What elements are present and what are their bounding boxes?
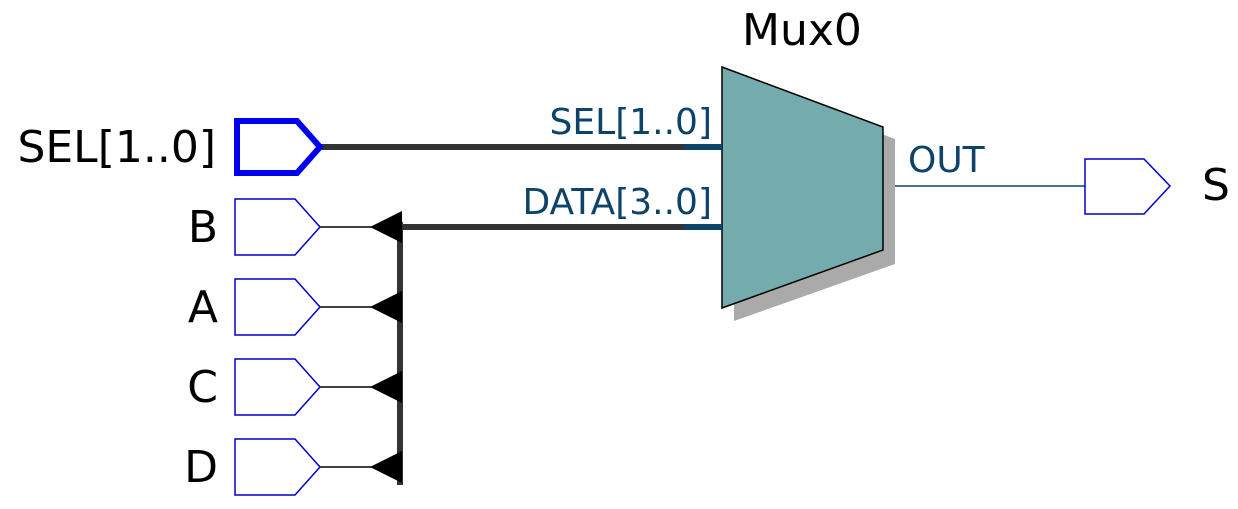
output-port-s-shape[interactable]	[1084, 158, 1172, 215]
mux-sel-pin-label: SEL[1..0]	[550, 102, 712, 143]
input-port-c[interactable]: C	[187, 358, 322, 416]
input-port-a-label: A	[188, 282, 218, 333]
bus-taps	[370, 211, 402, 483]
input-port-c-label: C	[187, 362, 218, 413]
input-port-d-shape[interactable]	[234, 438, 322, 496]
input-port-c-shape[interactable]	[234, 358, 322, 416]
input-port-sel-shape[interactable]	[234, 118, 325, 176]
input-port-sel[interactable]: SEL[1..0]	[17, 118, 325, 176]
input-port-d[interactable]: D	[184, 438, 322, 496]
bus-tap-c-arrow	[370, 371, 402, 403]
bus-tap-d-arrow	[370, 451, 402, 483]
input-port-b-shape[interactable]	[234, 198, 322, 256]
mux-block[interactable]: Mux0 SEL[1..0] DATA[3..0] OUT	[522, 5, 986, 321]
wires	[320, 144, 1085, 485]
output-port-s-label: S	[1202, 160, 1230, 211]
bus-tap-b-arrow	[370, 211, 402, 243]
output-port-s[interactable]: S	[1084, 158, 1230, 215]
input-port-b[interactable]: B	[188, 198, 322, 256]
input-port-a-shape[interactable]	[234, 278, 322, 336]
input-port-b-label: B	[188, 202, 218, 253]
input-port-sel-label: SEL[1..0]	[17, 122, 216, 173]
mux-out-pin-label: OUT	[908, 140, 986, 181]
mux-data-pin-label: DATA[3..0]	[522, 182, 712, 223]
bus-tap-a-arrow	[370, 291, 402, 323]
input-port-a[interactable]: A	[188, 278, 322, 336]
mux-title: Mux0	[742, 5, 862, 56]
input-port-d-label: D	[184, 442, 218, 493]
